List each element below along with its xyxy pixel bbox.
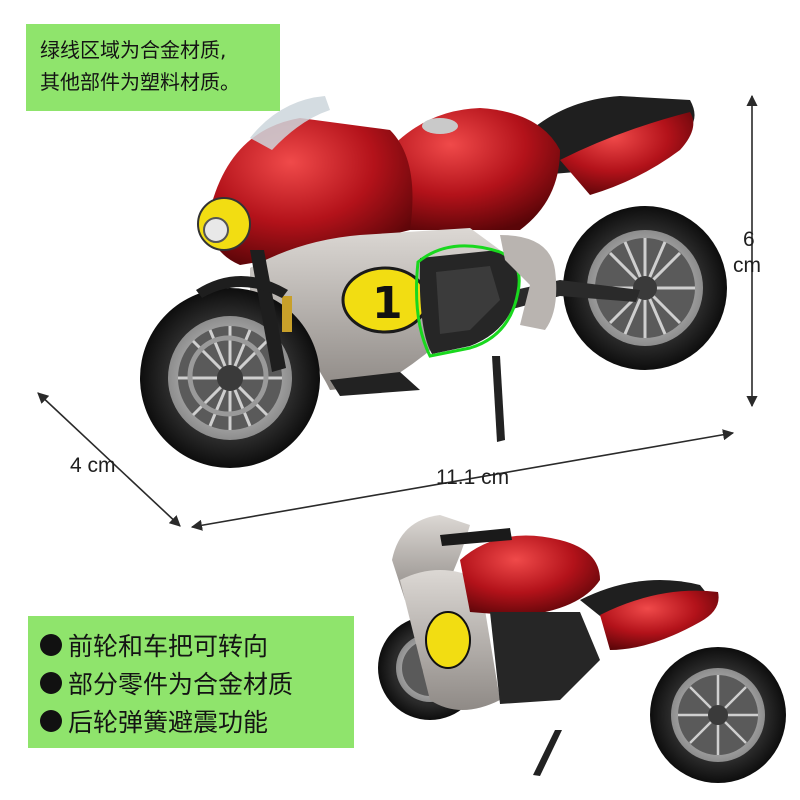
motorcycle-angled-view	[378, 515, 786, 783]
height-value-label: 6	[743, 228, 755, 251]
fuel-cap	[422, 118, 458, 134]
material-note-line-1: 绿线区域为合金材质,	[40, 38, 227, 62]
feature-item: 后轮弹簧避震功能	[40, 702, 344, 740]
feature-text: 前轮和车把可转向	[68, 632, 269, 661]
feature-list: 前轮和车把可转向 部分零件为合金材质 后轮弹簧避震功能	[28, 616, 354, 748]
exhaust	[330, 372, 420, 396]
length-dimension-line	[190, 429, 735, 531]
race-number: 1	[372, 278, 403, 329]
seat	[520, 96, 695, 175]
fuel-tank	[377, 108, 560, 230]
bullet-icon	[40, 710, 62, 732]
front-mudguard	[196, 276, 288, 298]
engine-small	[490, 612, 600, 704]
rear-wheel-small	[650, 647, 786, 783]
fork-spring	[282, 296, 292, 332]
alloy-area-outline	[415, 244, 521, 358]
handlebar-small	[440, 528, 512, 546]
windscreen	[250, 96, 330, 150]
bullet-icon	[40, 672, 62, 694]
front-fairing	[209, 118, 413, 265]
headlight	[203, 217, 229, 243]
feature-text: 部分零件为合金材质	[68, 670, 294, 699]
side-stand-small	[533, 730, 562, 776]
material-note: 绿线区域为合金材质, 其他部件为塑料材质。	[26, 24, 280, 111]
fuel-tank-small	[460, 535, 600, 616]
engine	[419, 250, 519, 354]
feature-item: 前轮和车把可转向	[40, 626, 344, 664]
side-stand	[492, 356, 505, 442]
front-wheel	[140, 288, 320, 468]
rear-wheel	[563, 206, 727, 370]
feature-item: 部分零件为合金材质	[40, 664, 344, 702]
width-dimension-label: 4 cm	[70, 454, 116, 477]
height-unit-label: cm	[733, 254, 761, 277]
length-dimension-label: 11.1 cm	[436, 466, 510, 489]
motorcycle-side-view: 1	[140, 96, 727, 468]
width-dimension-line	[37, 392, 181, 527]
number-plate-small	[425, 611, 471, 669]
tail-section-small	[600, 590, 719, 650]
frame-bracket	[500, 235, 557, 330]
material-note-line-2: 其他部件为塑料材质。	[40, 70, 240, 94]
bullet-icon	[40, 634, 62, 656]
tail-section	[560, 112, 694, 195]
feature-text: 后轮弹簧避震功能	[68, 708, 269, 737]
